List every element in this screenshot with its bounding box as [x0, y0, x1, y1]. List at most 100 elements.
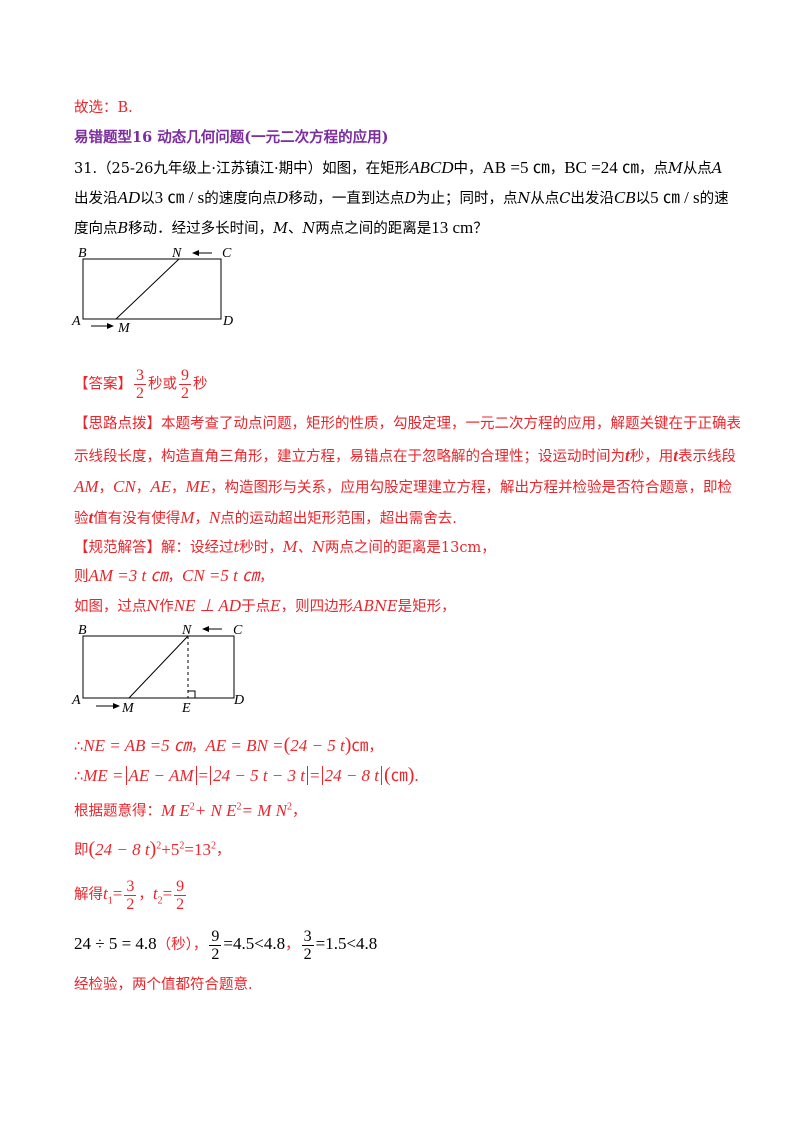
- point-m: M: [667, 161, 683, 177]
- label-c-2: C: [233, 623, 243, 638]
- text: ，: [368, 739, 383, 755]
- label-b: B: [78, 246, 87, 261]
- analysis-label: 【思路点拨】: [74, 416, 161, 432]
- analysis-line-2: 示线段长度，构造直角三角形，建立方程，易错点在于忽略解的合理性；设运动时间为t秒…: [74, 446, 736, 467]
- arrow-n-2-head: [202, 626, 209, 632]
- text: 、: [288, 221, 303, 237]
- solution-step-4: 即(24 − 8 t)2+52=132，: [74, 836, 230, 861]
- text: ，: [167, 569, 183, 585]
- text: 即: [74, 842, 89, 859]
- label-e-2: E: [181, 701, 191, 716]
- point-a: A: [711, 161, 723, 177]
- text: 解得: [74, 887, 103, 903]
- problem-line-3: 度向点B移动．经过多长时间，M、N两点之间的距离是13 cm？: [74, 218, 488, 239]
- eq-quadratic: (24 − 8 t)2+52=132: [88, 837, 216, 860]
- text: 为止；同时，点: [416, 191, 518, 207]
- therefore-symbol-2: ∴: [74, 769, 84, 785]
- arrow-m-head: [107, 323, 114, 329]
- var-t: t: [625, 446, 630, 465]
- point-m-2: M: [273, 221, 289, 237]
- text: 出发沿: [74, 191, 118, 207]
- seg-ae: AE: [150, 477, 172, 496]
- text: ，: [291, 803, 307, 820]
- eq-cn: CN =5 t ㎝: [182, 566, 260, 585]
- var-t-3: t: [88, 508, 94, 527]
- eq-compare-2: =1.5<4.8: [315, 934, 378, 953]
- text: 秒，用: [629, 449, 674, 465]
- math-cb: CB: [613, 188, 636, 207]
- text: ，: [549, 161, 565, 177]
- eq-ae: AE = BN =(24 − 5 t)㎝: [205, 734, 369, 756]
- text: 度向点: [74, 221, 118, 237]
- eq-division: 24 ÷ 5 = 4.8: [74, 934, 157, 953]
- arrow-n-head: [192, 250, 199, 256]
- label-d-2: D: [233, 693, 244, 708]
- text: 以: [635, 191, 651, 207]
- solution-step-3: 根据题意得：M E2+ N E2= M N2，: [74, 797, 306, 822]
- text: 值有没有使得: [93, 511, 181, 527]
- solution-step-2: ∴ME =AE − AM=24 − 5 t − 3 t=24 − 8 t(㎝).: [74, 764, 419, 787]
- segment-mn-2: [128, 635, 189, 699]
- math-distance: 13 cm: [431, 218, 474, 237]
- rectangle-abcd: [82, 258, 222, 320]
- label-d: D: [222, 314, 233, 329]
- point-n-3: N: [146, 599, 160, 615]
- analysis-line-4: 验t值有没有使得M，N点的运动超出矩形范围，超出需舍去.: [74, 508, 457, 529]
- analysis-line-3: AM，CN，AE，ME，构造图形与关系，应用勾股定理建立方程，解出方程并检验是否…: [74, 477, 732, 498]
- text: 解：设经过: [161, 540, 234, 556]
- point-n-2: N: [302, 221, 316, 237]
- quad-abne: ABNE: [353, 599, 398, 615]
- math-bc: BC =24 ㎝: [564, 158, 639, 177]
- problem-number: 31.: [74, 161, 98, 177]
- rectangle-abcd-2: [82, 635, 235, 699]
- figure-1: B N C A M D: [71, 246, 233, 336]
- label-a-2: A: [71, 693, 81, 708]
- therefore-symbol: ∴: [74, 739, 84, 755]
- text: 验: [74, 511, 89, 527]
- solution-fig-desc: 如图，过点N作NE ⊥ AD于点E，则四边形ABNE是矩形，: [74, 596, 456, 617]
- text: ，: [171, 480, 186, 496]
- text: 如图，过点: [74, 599, 147, 615]
- text: ，则四边形: [280, 599, 354, 615]
- text: ，: [190, 739, 206, 755]
- label-n: N: [171, 246, 182, 261]
- text: 作: [159, 599, 174, 615]
- unit-seconds: （秒）: [156, 937, 193, 953]
- label-m: M: [117, 321, 131, 336]
- eq-compare-1: =4.5<4.8: [223, 934, 286, 953]
- label-c: C: [222, 246, 232, 261]
- problem-source: （25-26九年级上·江苏镇江·期中）: [97, 161, 323, 177]
- point-d: D: [276, 191, 289, 207]
- eq-t1: t1=: [103, 884, 123, 907]
- math-speed-n: 5 ㎝ / s: [650, 188, 700, 207]
- label-n-2: N: [181, 623, 192, 638]
- text: 以: [140, 191, 155, 207]
- text: 移动，一直到达点: [288, 191, 405, 207]
- prev-answer: 故选：B.: [74, 100, 133, 116]
- eq-pythagoras: M E2+ N E2= M N2: [161, 800, 292, 820]
- point-c: C: [559, 191, 571, 207]
- point-b: B: [117, 221, 129, 237]
- text: 点的运动超出矩形范围，超出需舍去.: [220, 511, 457, 527]
- math-speed-m: 3 ㎝ / s: [154, 188, 205, 207]
- point-n: N: [517, 191, 531, 207]
- text: 的速度向点: [204, 191, 277, 207]
- var-m: M: [180, 508, 195, 527]
- seg-me: ME: [185, 477, 211, 496]
- problem-line-1: 31.（25-26九年级上·江苏镇江·期中）如图，在矩形ABCD中，AB =5 …: [74, 158, 722, 179]
- seg-cn: CN: [113, 477, 136, 496]
- seg-am: AM: [74, 477, 99, 496]
- eq-am: AM =3 t ㎝: [88, 566, 168, 585]
- points-mn: M、N: [282, 540, 325, 556]
- eq-me: ME =AE − AM=24 − 5 t − 3 t=24 − 8 t(㎝).: [83, 764, 419, 786]
- text: ，: [215, 842, 231, 859]
- point-d-2: D: [404, 191, 417, 207]
- answer-label: 【答案】: [74, 376, 132, 393]
- math-ab: AB =5 ㎝: [482, 158, 550, 177]
- solution-step-1: ∴NE = AB =5 ㎝，AE = BN =(24 − 5 t)㎝，: [74, 734, 383, 757]
- text: 示线段长度，构造直角三角形，建立方程，易错点在于忽略解的合理性；设运动时间为: [74, 449, 625, 465]
